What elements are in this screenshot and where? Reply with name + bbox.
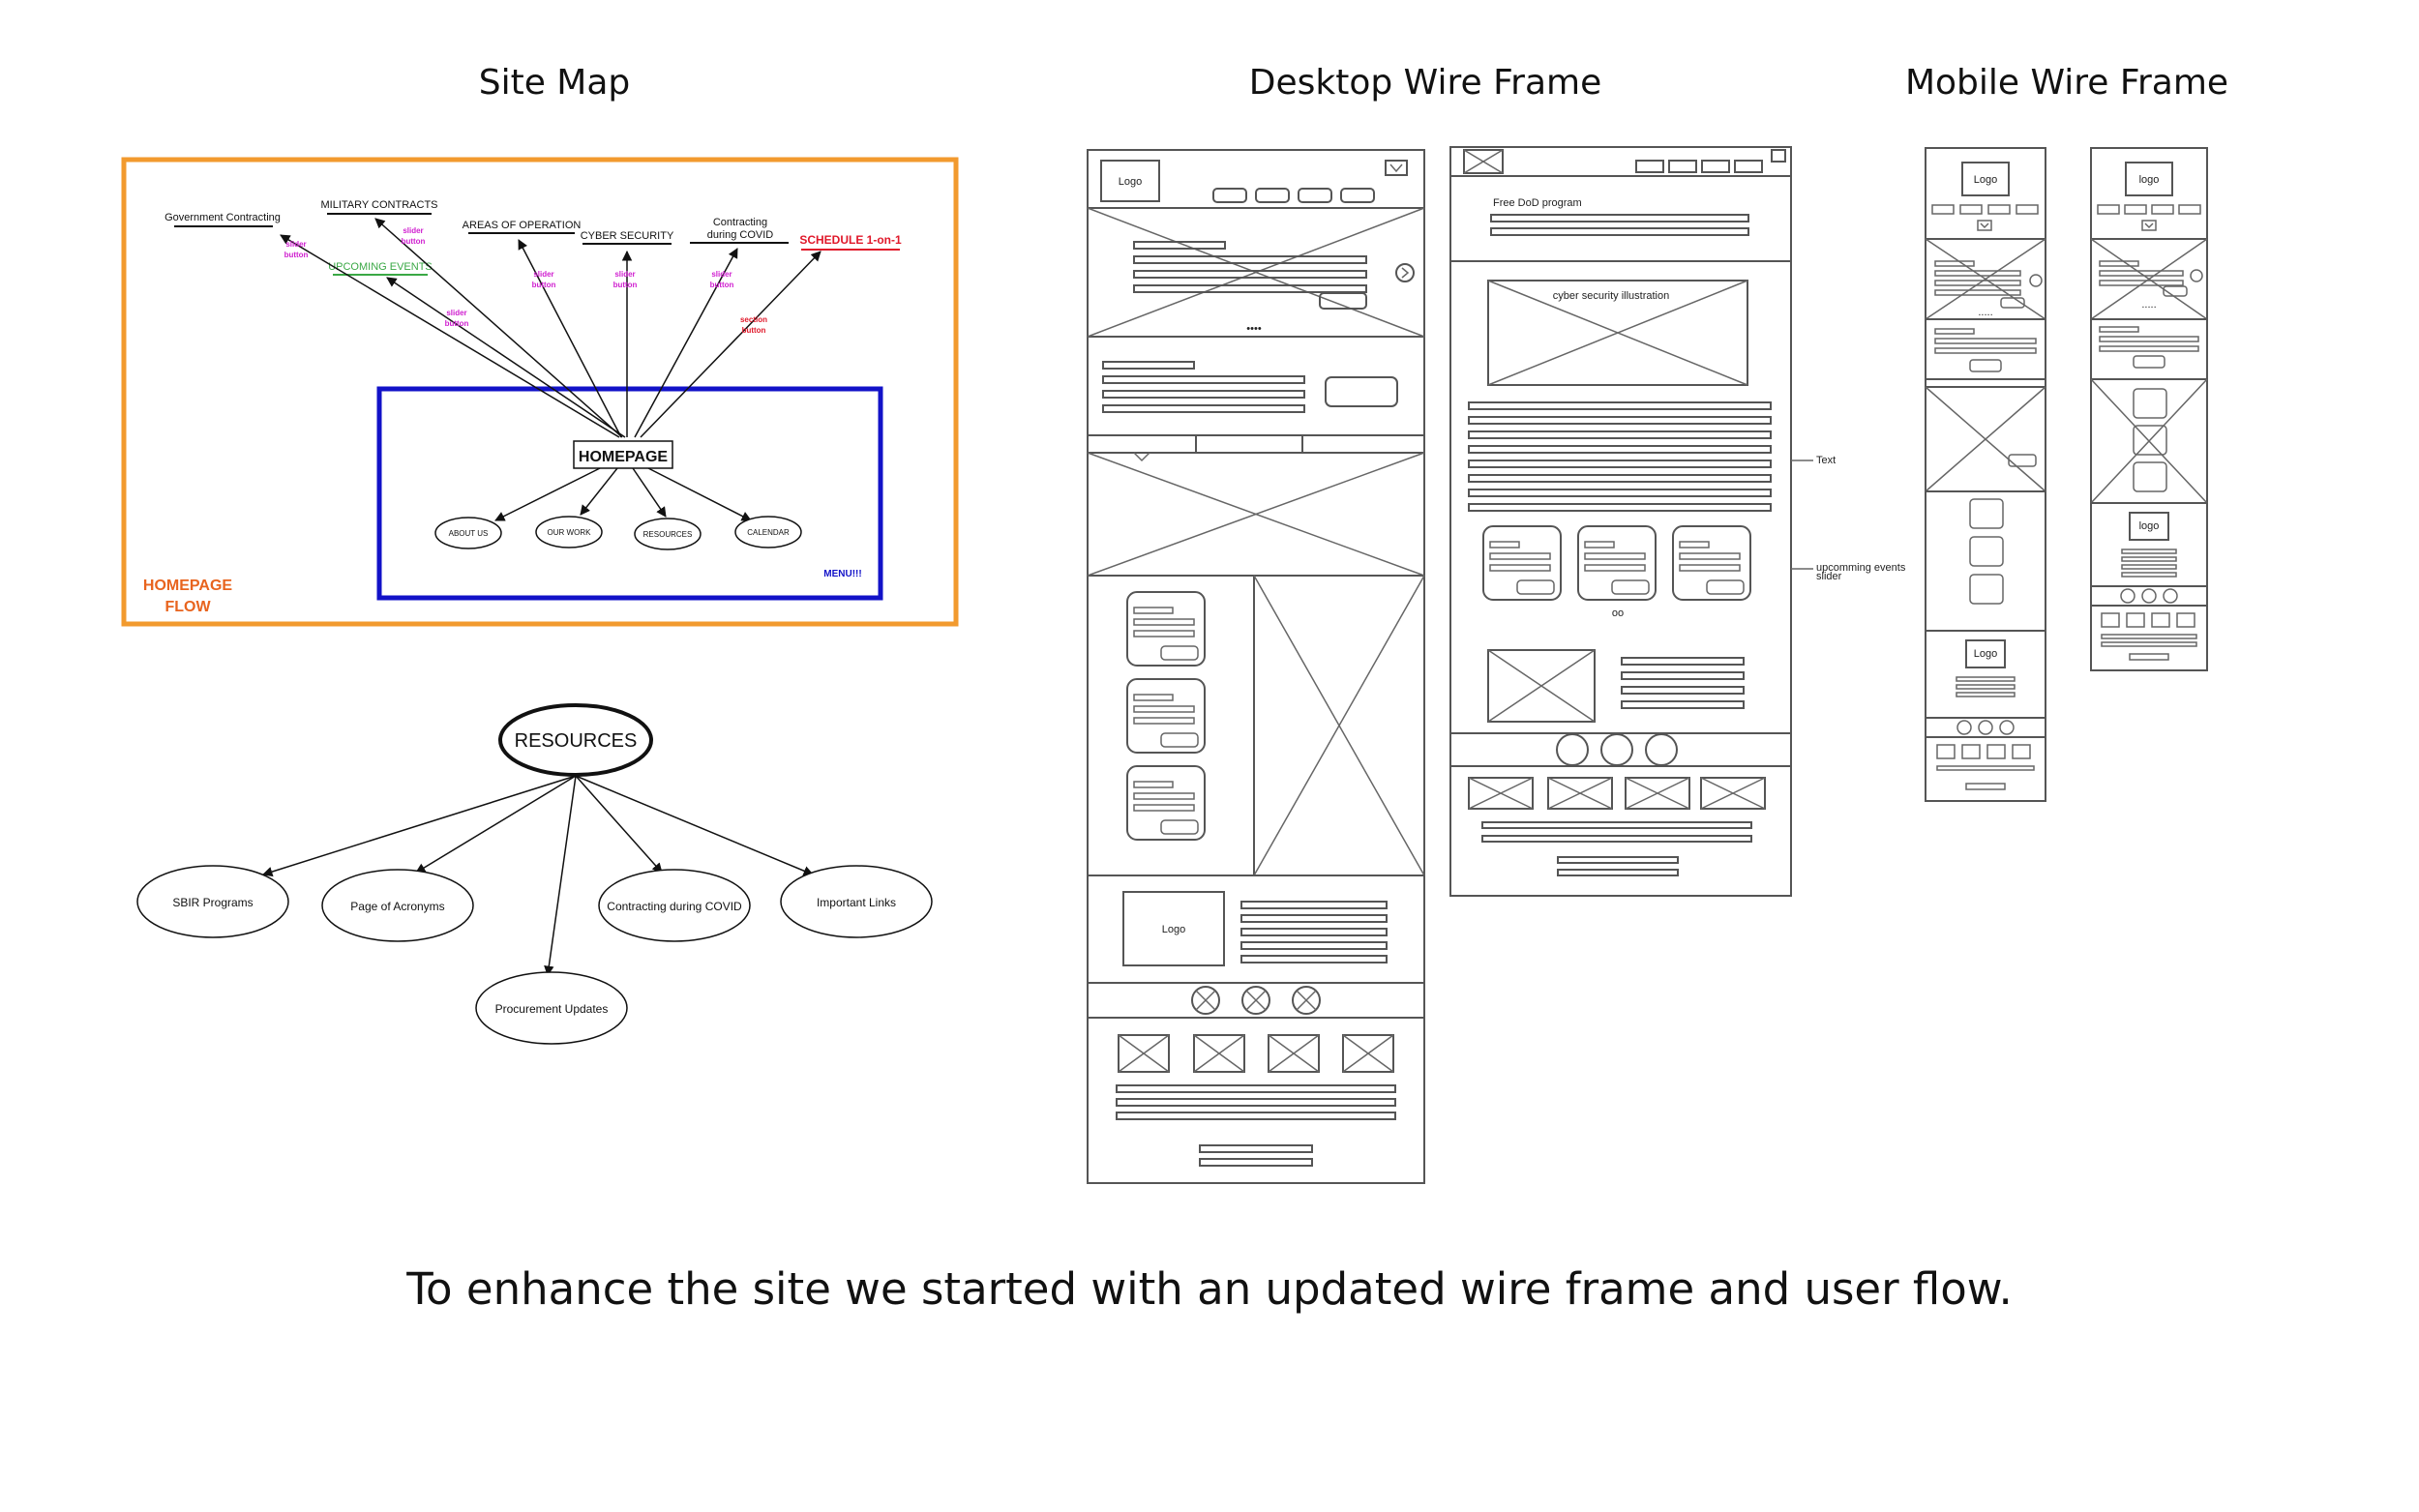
homepage-flow: HOMEPAGE FLOW MENU!!! Government Contrac… (121, 157, 959, 627)
homepage-flow-label-2: FLOW (164, 599, 211, 615)
page-note-events: upcomming events (1816, 562, 1906, 574)
note-slider-2: slider (403, 226, 423, 235)
svg-text:.....: ..... (2141, 299, 2156, 311)
menu-label: MENU!!! (823, 569, 861, 579)
note-button-4: button (532, 281, 556, 289)
homepage-node-label: HOMEPAGE (579, 449, 668, 465)
note-slider-1: slider (285, 240, 306, 249)
note-button-7: button (742, 326, 766, 335)
note-button-2: button (402, 237, 426, 246)
desktop-wireframe: Logo •••• (1087, 149, 1425, 1184)
svg-text:logo: logo (2139, 174, 2160, 186)
resources-node-label: RESOURCES (515, 730, 638, 752)
desktop-footer-logo: Logo (1162, 924, 1185, 935)
item-upcoming-events: UPCOMING EVENTS (328, 261, 433, 273)
note-section: section (740, 315, 767, 324)
desktop-card-2 (1126, 678, 1206, 754)
page-note-text: Text (1816, 455, 1836, 466)
page-wireframe: Free DoD program cyber security illustra… (1449, 146, 1906, 897)
page-program-title: Free DoD program (1493, 197, 1582, 209)
svg-text:Procurement Updates: Procurement Updates (495, 1002, 609, 1016)
menu-item-our-work: OUR WORK (535, 516, 603, 548)
resource-sbir: SBIR Programs (136, 865, 289, 938)
chevron-right-icon (1395, 263, 1415, 282)
menu-item-resources: RESOURCES (634, 518, 702, 550)
note-button-6: button (710, 281, 734, 289)
page-illustration-label: cyber security illustration (1553, 290, 1669, 302)
svg-text:Page of Acronyms: Page of Acronyms (350, 900, 444, 913)
item-contracting-covid: Contracting (713, 217, 767, 228)
svg-text:RESOURCES: RESOURCES (643, 530, 693, 539)
menu-item-about: ABOUT US (434, 517, 502, 549)
page-event-cards (1482, 525, 1751, 601)
note-slider-5: slider (614, 270, 635, 279)
desktop-social-icons (1191, 986, 1321, 1015)
note-button-5: button (613, 281, 638, 289)
note-slider-3: slider (446, 309, 466, 317)
homepage-node (573, 440, 673, 469)
mobile-wireframe-2: logo ..... logo (2090, 147, 2208, 671)
desktop-logo: Logo (1119, 176, 1142, 188)
resource-acronyms: Page of Acronyms (321, 869, 474, 942)
mobile-wireframe-1: Logo ..... Logo (1925, 147, 2046, 802)
desktop-wireframe-title: Desktop Wire Frame (1249, 63, 1601, 103)
svg-text:Logo: Logo (1974, 648, 1997, 660)
desktop-card-3 (1126, 765, 1206, 841)
item-cyber-security: CYBER SECURITY (581, 230, 674, 242)
note-button-3: button (445, 319, 469, 328)
page-slider-dots: oo (1612, 608, 1624, 619)
desktop-slider-dots: •••• (1246, 323, 1262, 335)
homepage-flow-frame (121, 157, 959, 627)
resource-covid: Contracting during COVID (598, 869, 751, 942)
svg-text:logo: logo (2139, 520, 2160, 532)
svg-text:.....: ..... (1978, 307, 1992, 318)
item-areas-of-operation: AREAS OF OPERATION (463, 220, 582, 231)
desktop-logo-box (1100, 160, 1160, 202)
mobile-wireframe-title: Mobile Wire Frame (1905, 63, 2228, 103)
svg-text:ABOUT US: ABOUT US (449, 529, 489, 538)
caption: To enhance the site we started with an u… (405, 1263, 2013, 1315)
svg-text:CALENDAR: CALENDAR (747, 528, 790, 537)
resource-procurement: Procurement Updates (475, 971, 628, 1045)
menu-frame (376, 386, 883, 601)
resources-node (498, 703, 653, 777)
menu-item-calendar: CALENDAR (734, 516, 802, 548)
item-military-contracts: MILITARY CONTRACTS (320, 199, 437, 211)
chevron-down-icon (1385, 160, 1408, 176)
svg-text:Logo: Logo (1974, 174, 1997, 186)
resources-flow: RESOURCES SBIR Programs Page of Acronyms… (136, 703, 933, 1045)
resource-links: Important Links (780, 865, 933, 938)
svg-text:Contracting during COVID: Contracting during COVID (607, 900, 742, 913)
note-button-1: button (284, 251, 309, 259)
site-map-title: Site Map (479, 63, 631, 103)
note-slider-6: slider (711, 270, 732, 279)
homepage-flow-label: HOMEPAGE (143, 578, 232, 594)
desktop-card-1 (1126, 591, 1206, 667)
item-contracting-covid-2: during COVID (707, 229, 774, 241)
note-slider-4: slider (533, 270, 553, 279)
item-government-contracting: Government Contracting (164, 212, 281, 223)
svg-text:OUR WORK: OUR WORK (548, 528, 592, 537)
item-schedule: SCHEDULE 1-on-1 (799, 233, 902, 247)
svg-text:SBIR Programs: SBIR Programs (172, 896, 253, 909)
page-note-events-2: slider (1816, 571, 1842, 582)
svg-text:Important Links: Important Links (817, 896, 896, 909)
desktop-image-row (1118, 1034, 1394, 1073)
